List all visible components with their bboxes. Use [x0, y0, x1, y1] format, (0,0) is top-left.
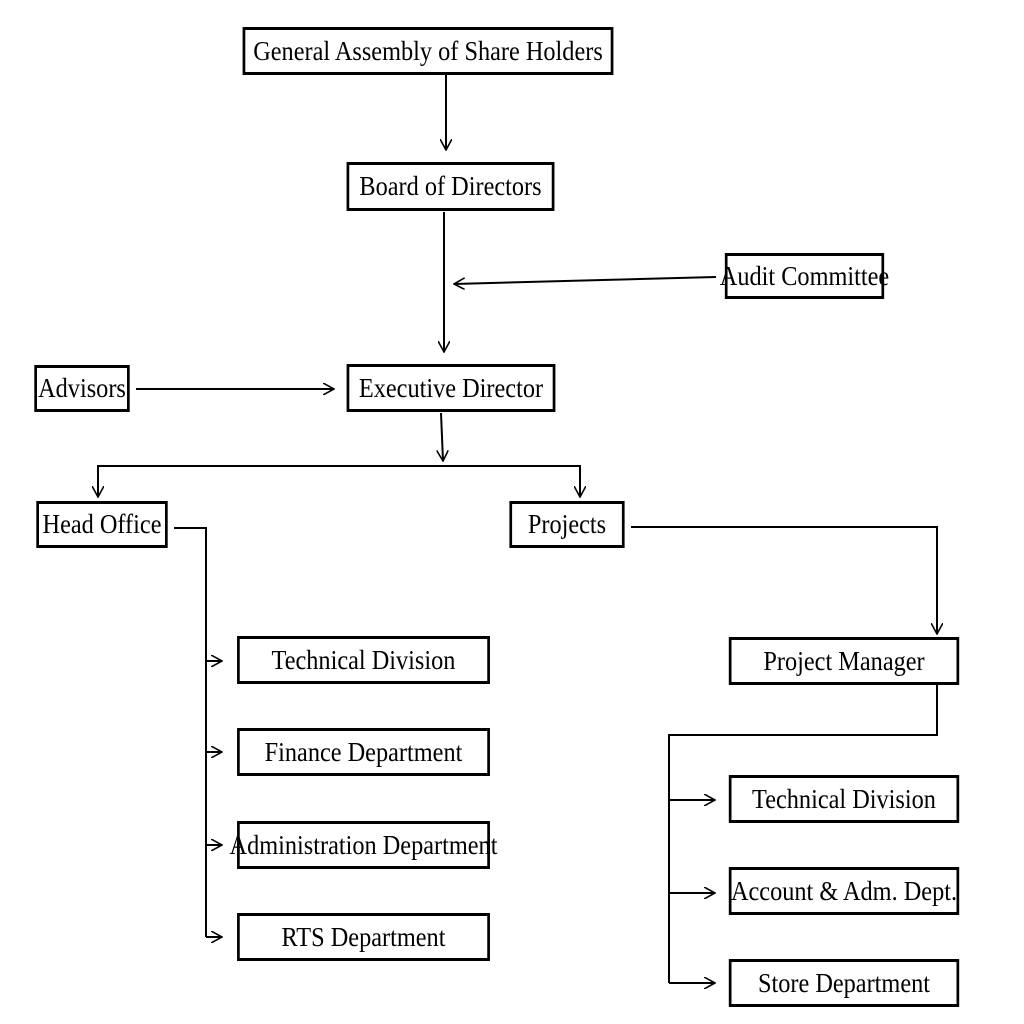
node-advisors: Advisors — [34, 365, 130, 412]
head-office-bus — [174, 527, 207, 937]
node-label: Finance Department — [264, 736, 463, 767]
node-audit-committee: Audit Committee — [720, 253, 889, 299]
node-label: Technical Division — [271, 644, 456, 675]
node-label: RTS Department — [281, 921, 446, 952]
node-label: Project Manager — [763, 645, 925, 676]
node-ho-rts-department: RTS Department — [237, 913, 490, 961]
edge-audit-to-board — [454, 276, 717, 284]
node-label: Technical Division — [752, 783, 936, 814]
node-board-of-directors: Board of Directors — [346, 162, 555, 211]
node-label: General Assembly of Share Holders — [253, 35, 603, 66]
node-label: Executive Director — [358, 372, 544, 403]
node-ho-finance-department: Finance Department — [237, 728, 490, 776]
node-projects: Projects — [509, 501, 625, 548]
node-label: Board of Directors — [359, 171, 542, 201]
node-executive-director: Executive Director — [346, 364, 556, 412]
node-pm-store-department: Store Department — [728, 959, 960, 1007]
node-ho-technical-division: Technical Division — [237, 636, 490, 684]
node-label: Head Office — [42, 509, 162, 539]
node-general-assembly: General Assembly of Share Holders — [242, 27, 614, 75]
node-project-manager: Project Manager — [728, 637, 960, 685]
node-label: Account & Adm. Dept. — [730, 875, 958, 906]
edge-executive-to-head-office — [98, 465, 443, 497]
edge-executive-to-projects — [443, 465, 580, 497]
edge-executive-down — [441, 412, 443, 461]
edge-projects-to-project-manager — [631, 526, 937, 634]
node-ho-administration-department: Administration Department — [230, 821, 497, 869]
node-label: Advisors — [38, 373, 126, 403]
node-head-office: Head Office — [36, 501, 168, 548]
project-manager-bus — [668, 685, 938, 983]
node-label: Projects — [527, 509, 607, 539]
node-label: Administration Department — [229, 829, 498, 860]
node-pm-account-adm-dept: Account & Adm. Dept. — [728, 867, 960, 915]
node-label: Store Department — [757, 967, 931, 998]
node-label: Audit Committee — [719, 260, 890, 291]
node-pm-technical-division: Technical Division — [728, 775, 960, 823]
